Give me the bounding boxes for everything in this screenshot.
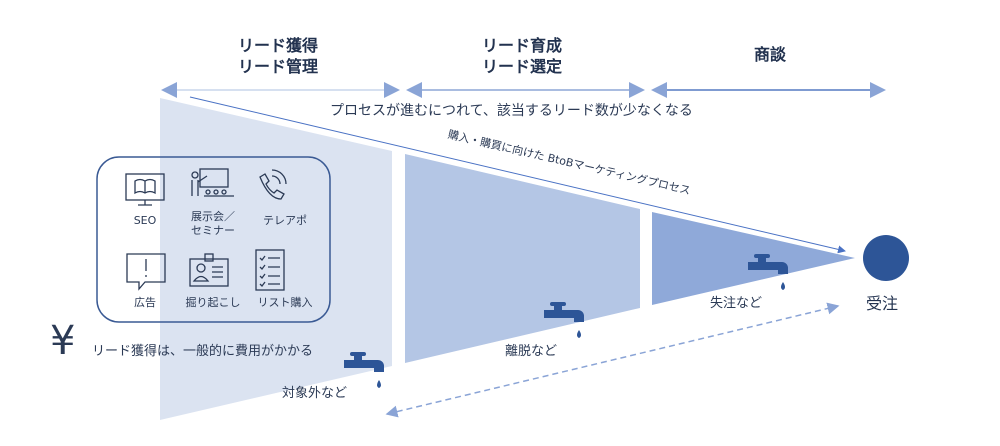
id-card-icon — [189, 253, 229, 287]
result-label: 受注 — [866, 294, 899, 313]
yen-icon: ¥ — [50, 318, 76, 364]
channel-label-teleapo: テレアポ — [263, 214, 307, 227]
presentation-icon — [191, 168, 234, 197]
channel-label-list: リスト購入 — [257, 296, 313, 309]
checklist-icon — [255, 249, 285, 291]
leak-label-3: 失注など — [710, 296, 763, 311]
speech-alert-icon — [126, 253, 166, 291]
dashed-range-arrow — [385, 302, 840, 418]
channel-label-seo: SEO — [133, 214, 157, 227]
process-arrow — [189, 96, 846, 254]
channel-label-seminar: 展示会／ セミナー — [191, 210, 235, 237]
stage-1-header: リード獲得リード管理 — [218, 35, 338, 77]
leak-label-1: 対象外など — [282, 386, 348, 401]
channel-label-ad: 広告 — [134, 296, 156, 309]
stage-1-line1: リード獲得 — [237, 36, 318, 55]
process-caption: プロセスが進むにつれて、該当するリード数が少なくなる — [330, 103, 693, 119]
order-circle — [863, 235, 909, 281]
stage-3-header: 商談 — [710, 44, 830, 65]
stage-1-line2: リード管理 — [237, 57, 318, 76]
phone-icon — [259, 169, 287, 200]
stage2-funnel — [405, 154, 640, 363]
stage3-funnel — [652, 212, 855, 305]
leak-label-2: 離脱など — [505, 344, 558, 359]
stage-3-line1: 商談 — [753, 45, 786, 64]
stage1-funnel — [160, 98, 392, 420]
monitor-book-icon — [125, 173, 165, 206]
stage-2-line1: リード育成 — [481, 36, 562, 55]
channel-label-dig: 掘り起こし — [185, 296, 241, 309]
cost-note: リード獲得は、一般的に費用がかかる — [92, 344, 314, 359]
stage-2-line2: リード選定 — [481, 57, 562, 76]
stage-2-header: リード育成リード選定 — [462, 35, 582, 77]
channels-box — [96, 156, 331, 323]
